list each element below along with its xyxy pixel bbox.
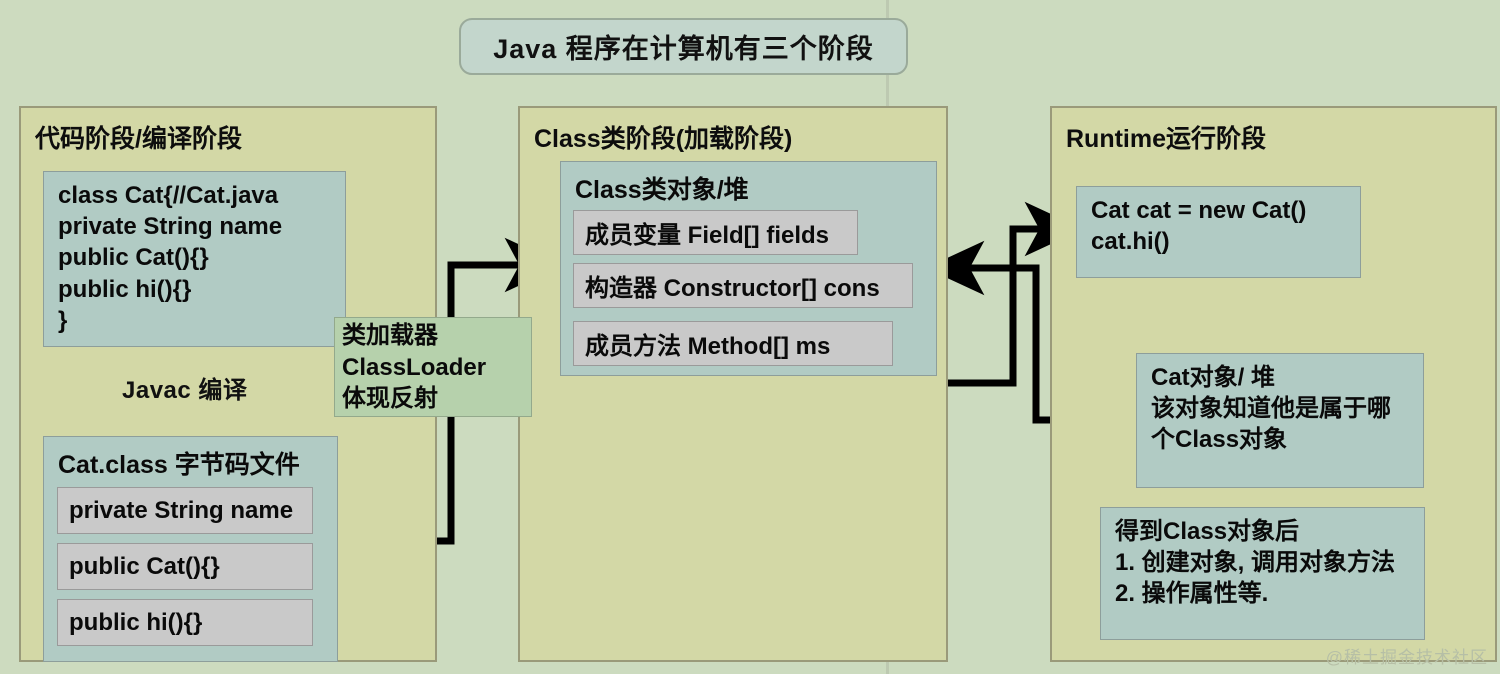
class-file-heading: Cat.class 字节码文件 [58,451,300,479]
class-object-row: 构造器 Constructor[] cons [573,263,913,308]
class-file-row: public hi(){} [57,599,313,646]
classloader-note: 类加载器 ClassLoader 体现反射 [334,317,532,417]
class-file-row: private String name [57,487,313,534]
cat-object-box: Cat对象/ 堆 该对象知道他是属于哪 个Class对象 [1136,353,1424,488]
panel-code-phase-title: 代码阶段/编译阶段 [35,125,242,153]
panel-class-phase-title: Class类阶段(加载阶段) [534,125,793,153]
watermark: @稀土掘金技术社区 [1325,648,1488,667]
javac-compile-label: Javac 编译 [122,377,248,404]
runtime-code-box: Cat cat = new Cat() cat.hi() [1076,186,1361,278]
after-class-object-text: 得到Class对象后 1. 创建对象, 调用对象方法 2. 操作属性等. [1115,518,1396,608]
source-code-box: class Cat{//Cat.java private String name… [43,171,346,347]
class-file-row: public Cat(){} [57,543,313,590]
cat-object-text: Cat对象/ 堆 该对象知道他是属于哪 个Class对象 [1151,364,1391,454]
runtime-code-text: Cat cat = new Cat() cat.hi() [1091,197,1307,256]
diagram-title: Java 程序在计算机有三个阶段 [459,18,908,75]
class-object-row: 成员方法 Method[] ms [573,321,893,366]
class-object-heading: Class类对象/堆 [575,176,749,204]
source-code-text: class Cat{//Cat.java private String name… [58,182,283,334]
panel-runtime-phase-title: Runtime运行阶段 [1066,125,1267,153]
after-class-object-box: 得到Class对象后 1. 创建对象, 调用对象方法 2. 操作属性等. [1100,507,1425,640]
arrow-classobject-to-runtime [948,201,1084,387]
class-object-row: 成员变量 Field[] fields [573,210,858,255]
